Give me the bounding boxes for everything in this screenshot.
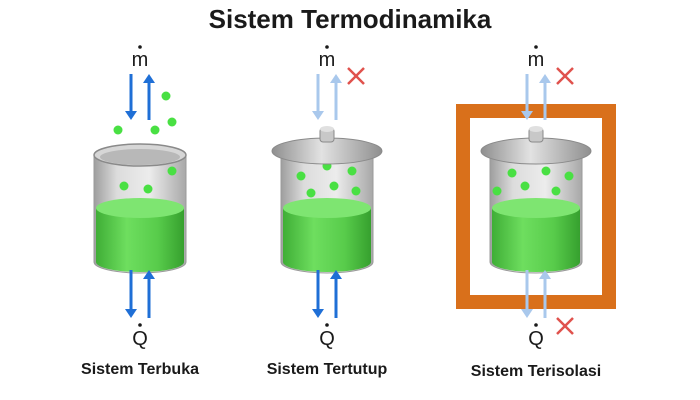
particle-inside [551, 186, 561, 196]
heat-blocked-cross-stroke-b [556, 317, 574, 335]
liquid-surface [96, 198, 184, 218]
beaker-opening [100, 149, 180, 165]
liquid-surface [283, 198, 371, 218]
systems-layer: mQ Sistem Terbuka mQ Sistem Tertutup mQ Siste… [81, 45, 616, 380]
system-caption: Sistem Terbuka [81, 361, 199, 378]
system-2: mQ Sistem Tertutup [267, 45, 388, 378]
particle-inside [119, 181, 129, 191]
liquid-body [492, 208, 580, 272]
system-3: mQ Sistem Terisolasi [456, 45, 616, 380]
mass-symbol-dot [325, 45, 329, 49]
heat-arrow-in-head [539, 270, 551, 279]
mass-symbol-dot [534, 45, 538, 49]
mass-symbol: m [319, 49, 336, 71]
particle-inside [167, 166, 177, 176]
particle-inside [507, 168, 517, 178]
particle-inside [520, 181, 530, 191]
system-caption: Sistem Tertutup [267, 361, 388, 378]
heat-arrow-out-head [312, 309, 324, 318]
heat-symbol: Q [319, 328, 335, 350]
mass-arrow-out-head [539, 74, 551, 83]
mass-symbol-dot [138, 45, 142, 49]
mass-symbol: m [132, 49, 149, 71]
heat-symbol-dot [325, 323, 329, 327]
lid-knob-top [529, 126, 543, 132]
particle-inside [347, 166, 357, 176]
particle-inside [351, 186, 361, 196]
mass-symbol: m [528, 49, 545, 71]
heat-symbol-dot [138, 323, 142, 327]
particle-outside [161, 91, 171, 101]
liquid-body [283, 208, 371, 272]
particle-outside [150, 125, 160, 135]
particle-inside [143, 184, 153, 194]
particle-inside [306, 188, 316, 198]
particle-inside [564, 171, 574, 181]
mass-arrow-out-head [330, 74, 342, 83]
heat-symbol: Q [528, 328, 544, 350]
mass-arrow-in-head [125, 111, 137, 120]
particle-inside [329, 181, 339, 191]
diagram-title: Sistem Termodinamika [209, 4, 492, 34]
heat-symbol-dot [534, 323, 538, 327]
particle-inside [492, 186, 502, 196]
heat-arrow-out-head [521, 309, 533, 318]
mass-arrow-in-head [312, 111, 324, 120]
heat-arrow-out-head [125, 309, 137, 318]
liquid-surface [492, 198, 580, 218]
heat-arrow-in-head [330, 270, 342, 279]
heat-symbol: Q [132, 328, 148, 350]
system-1: mQ Sistem Terbuka [81, 45, 199, 378]
particle-outside [113, 125, 123, 135]
particle-inside [541, 166, 551, 176]
mass-arrow-out-head [143, 74, 155, 83]
lid-knob-top [320, 126, 334, 132]
liquid-body [96, 208, 184, 272]
mass-blocked-cross-stroke-b [556, 67, 574, 85]
mass-blocked-cross-stroke-b [347, 67, 365, 85]
particle-outside [167, 117, 177, 127]
particle-inside [296, 171, 306, 181]
mass-arrow-in-head [521, 111, 533, 120]
system-caption: Sistem Terisolasi [471, 363, 601, 380]
insulation-wall [456, 104, 616, 309]
heat-arrow-in-head [143, 270, 155, 279]
